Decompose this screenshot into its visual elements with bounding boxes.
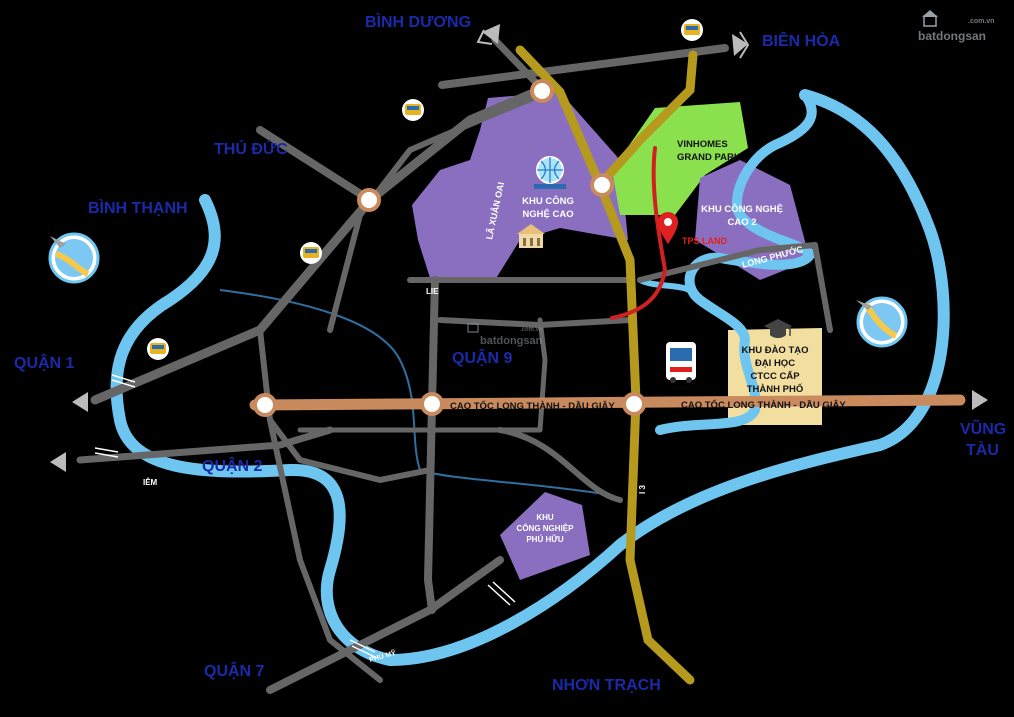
watermark-domain: .com.vn xyxy=(968,18,994,25)
watermark-brand-center: batdongsan xyxy=(480,335,543,347)
label-dai-hoc-line4: THÀNH PHỐ xyxy=(747,383,803,395)
label-quan-9: QUẬN 9 xyxy=(452,348,513,367)
label-quan-2: QUẬN 2 xyxy=(202,456,263,475)
interchange-circle xyxy=(530,79,554,103)
zone-khu-cong-nghe-cao xyxy=(412,92,628,280)
bus-icon xyxy=(147,338,169,360)
arrow-bien-hoa-icon xyxy=(732,34,748,56)
interchanges xyxy=(253,79,646,417)
watermark-brand: batdongsan xyxy=(918,29,986,43)
label-quan-7: QUẬN 7 xyxy=(204,661,265,680)
label-dai-hoc-line3: CTCC CẤP xyxy=(750,371,800,382)
ring-road-3 xyxy=(515,45,695,685)
bus-icon xyxy=(402,99,424,121)
label-vung-tau-line1: VŨNG xyxy=(960,418,1006,438)
road-east-north xyxy=(812,242,833,333)
road-to-quan7 xyxy=(266,556,504,694)
globe-plane-icon xyxy=(48,232,100,284)
watermark-domain-center: .com.vn xyxy=(520,327,543,333)
hitech-globe-icon xyxy=(534,156,566,189)
bus-icon xyxy=(300,242,322,264)
road-north-south xyxy=(424,276,439,614)
arrow-quan2-icon xyxy=(50,452,66,472)
interchange-circle xyxy=(622,392,646,416)
road-east-curve xyxy=(497,427,623,503)
graduation-cap-icon xyxy=(764,319,792,338)
label-tps-land: TPS LAND xyxy=(682,236,728,246)
road-east-spur xyxy=(637,242,818,283)
location-pin-icon xyxy=(658,212,678,244)
interchange-circle xyxy=(253,393,277,417)
label-khu-cong-nghe-cao-line1: KHU CÔNG xyxy=(522,195,574,207)
label-vinhomes-line2: GRAND PARK xyxy=(677,152,741,163)
zone-phu-huu xyxy=(500,492,590,580)
label-binh-duong: BÌNH DƯƠNG xyxy=(365,12,471,31)
city-bus-icon xyxy=(666,342,696,383)
label-vung-tau-line2: TÀU xyxy=(966,440,999,459)
road-tps-link xyxy=(610,146,668,320)
bridge-marks xyxy=(94,374,516,659)
landmark-building-icon xyxy=(517,224,545,248)
label-ring-3: I 3 xyxy=(638,485,647,494)
label-khu-cong-nghe-cao-2-line2: CAO 2 xyxy=(727,217,756,228)
label-khu-cong-nghe-cao-line2: NGHỆ CAO xyxy=(522,208,573,220)
road-north-link xyxy=(438,44,729,89)
river-branch-mid xyxy=(637,277,703,303)
label-thu-duc: THỦ ĐỨC xyxy=(214,139,288,158)
bus-icon xyxy=(681,19,703,41)
label-phu-huu-line2: CÔNG NGHIỆP xyxy=(517,524,575,533)
label-khu-cong-nghe-cao-2-line1: KHU CÔNG NGHỆ xyxy=(701,203,783,215)
canal-thin xyxy=(219,289,611,496)
label-fragment-iem: IÊM xyxy=(143,478,158,487)
label-dai-hoc-line1: KHU ĐÀO TẠO xyxy=(741,345,808,356)
expressway-long-thanh-dau-giay xyxy=(249,394,966,411)
river-saigon xyxy=(110,89,950,666)
label-bien-hoa: BIÊN HÒA xyxy=(762,31,841,50)
label-fragment-lie: LIE xyxy=(426,287,439,296)
label-quan-1: QUẬN 1 xyxy=(14,353,75,372)
interchange-circle xyxy=(357,188,381,212)
interchange-circle xyxy=(420,392,444,416)
road-quan2-east xyxy=(76,426,334,464)
arrow-vung-tau-icon xyxy=(972,390,988,410)
label-phu-huu-line1: KHU xyxy=(536,513,554,522)
label-phu-huu-line3: PHÚ HỮU xyxy=(526,535,564,544)
road-ring-inner xyxy=(327,92,543,333)
label-nhon-trach: NHƠN TRẠCH xyxy=(552,677,661,694)
direction-arrows xyxy=(50,24,988,472)
label-dai-hoc-line2: ĐẠI HỌC xyxy=(755,358,795,369)
globe-plane-icon xyxy=(856,296,908,348)
interchange-circle xyxy=(590,173,614,197)
label-vinhomes-line1: VINHOMES xyxy=(677,139,728,150)
watermark-center: batdongsan .com.vn xyxy=(467,323,543,347)
road-thu-duc-diagonal xyxy=(256,126,374,204)
road-loop-inner xyxy=(297,317,548,433)
roads xyxy=(76,36,833,694)
label-cao-toc-left: CAO TỐC LONG THÀNH - DẦU GIÂY xyxy=(450,400,615,412)
ring-road-3-branch xyxy=(595,50,698,190)
road-southwest xyxy=(267,417,383,683)
watermark-top-right: batdongsan .com.vn xyxy=(918,10,994,43)
label-binh-thanh: BÌNH THẠNH xyxy=(88,198,188,217)
arrow-binh-duong-icon xyxy=(482,24,500,44)
arrow-quan1-icon xyxy=(72,392,88,412)
road-loop-south xyxy=(257,327,433,483)
label-cao-toc-right: CAO TỐC LONG THÀNH - DẦU GIÂY xyxy=(681,399,846,411)
